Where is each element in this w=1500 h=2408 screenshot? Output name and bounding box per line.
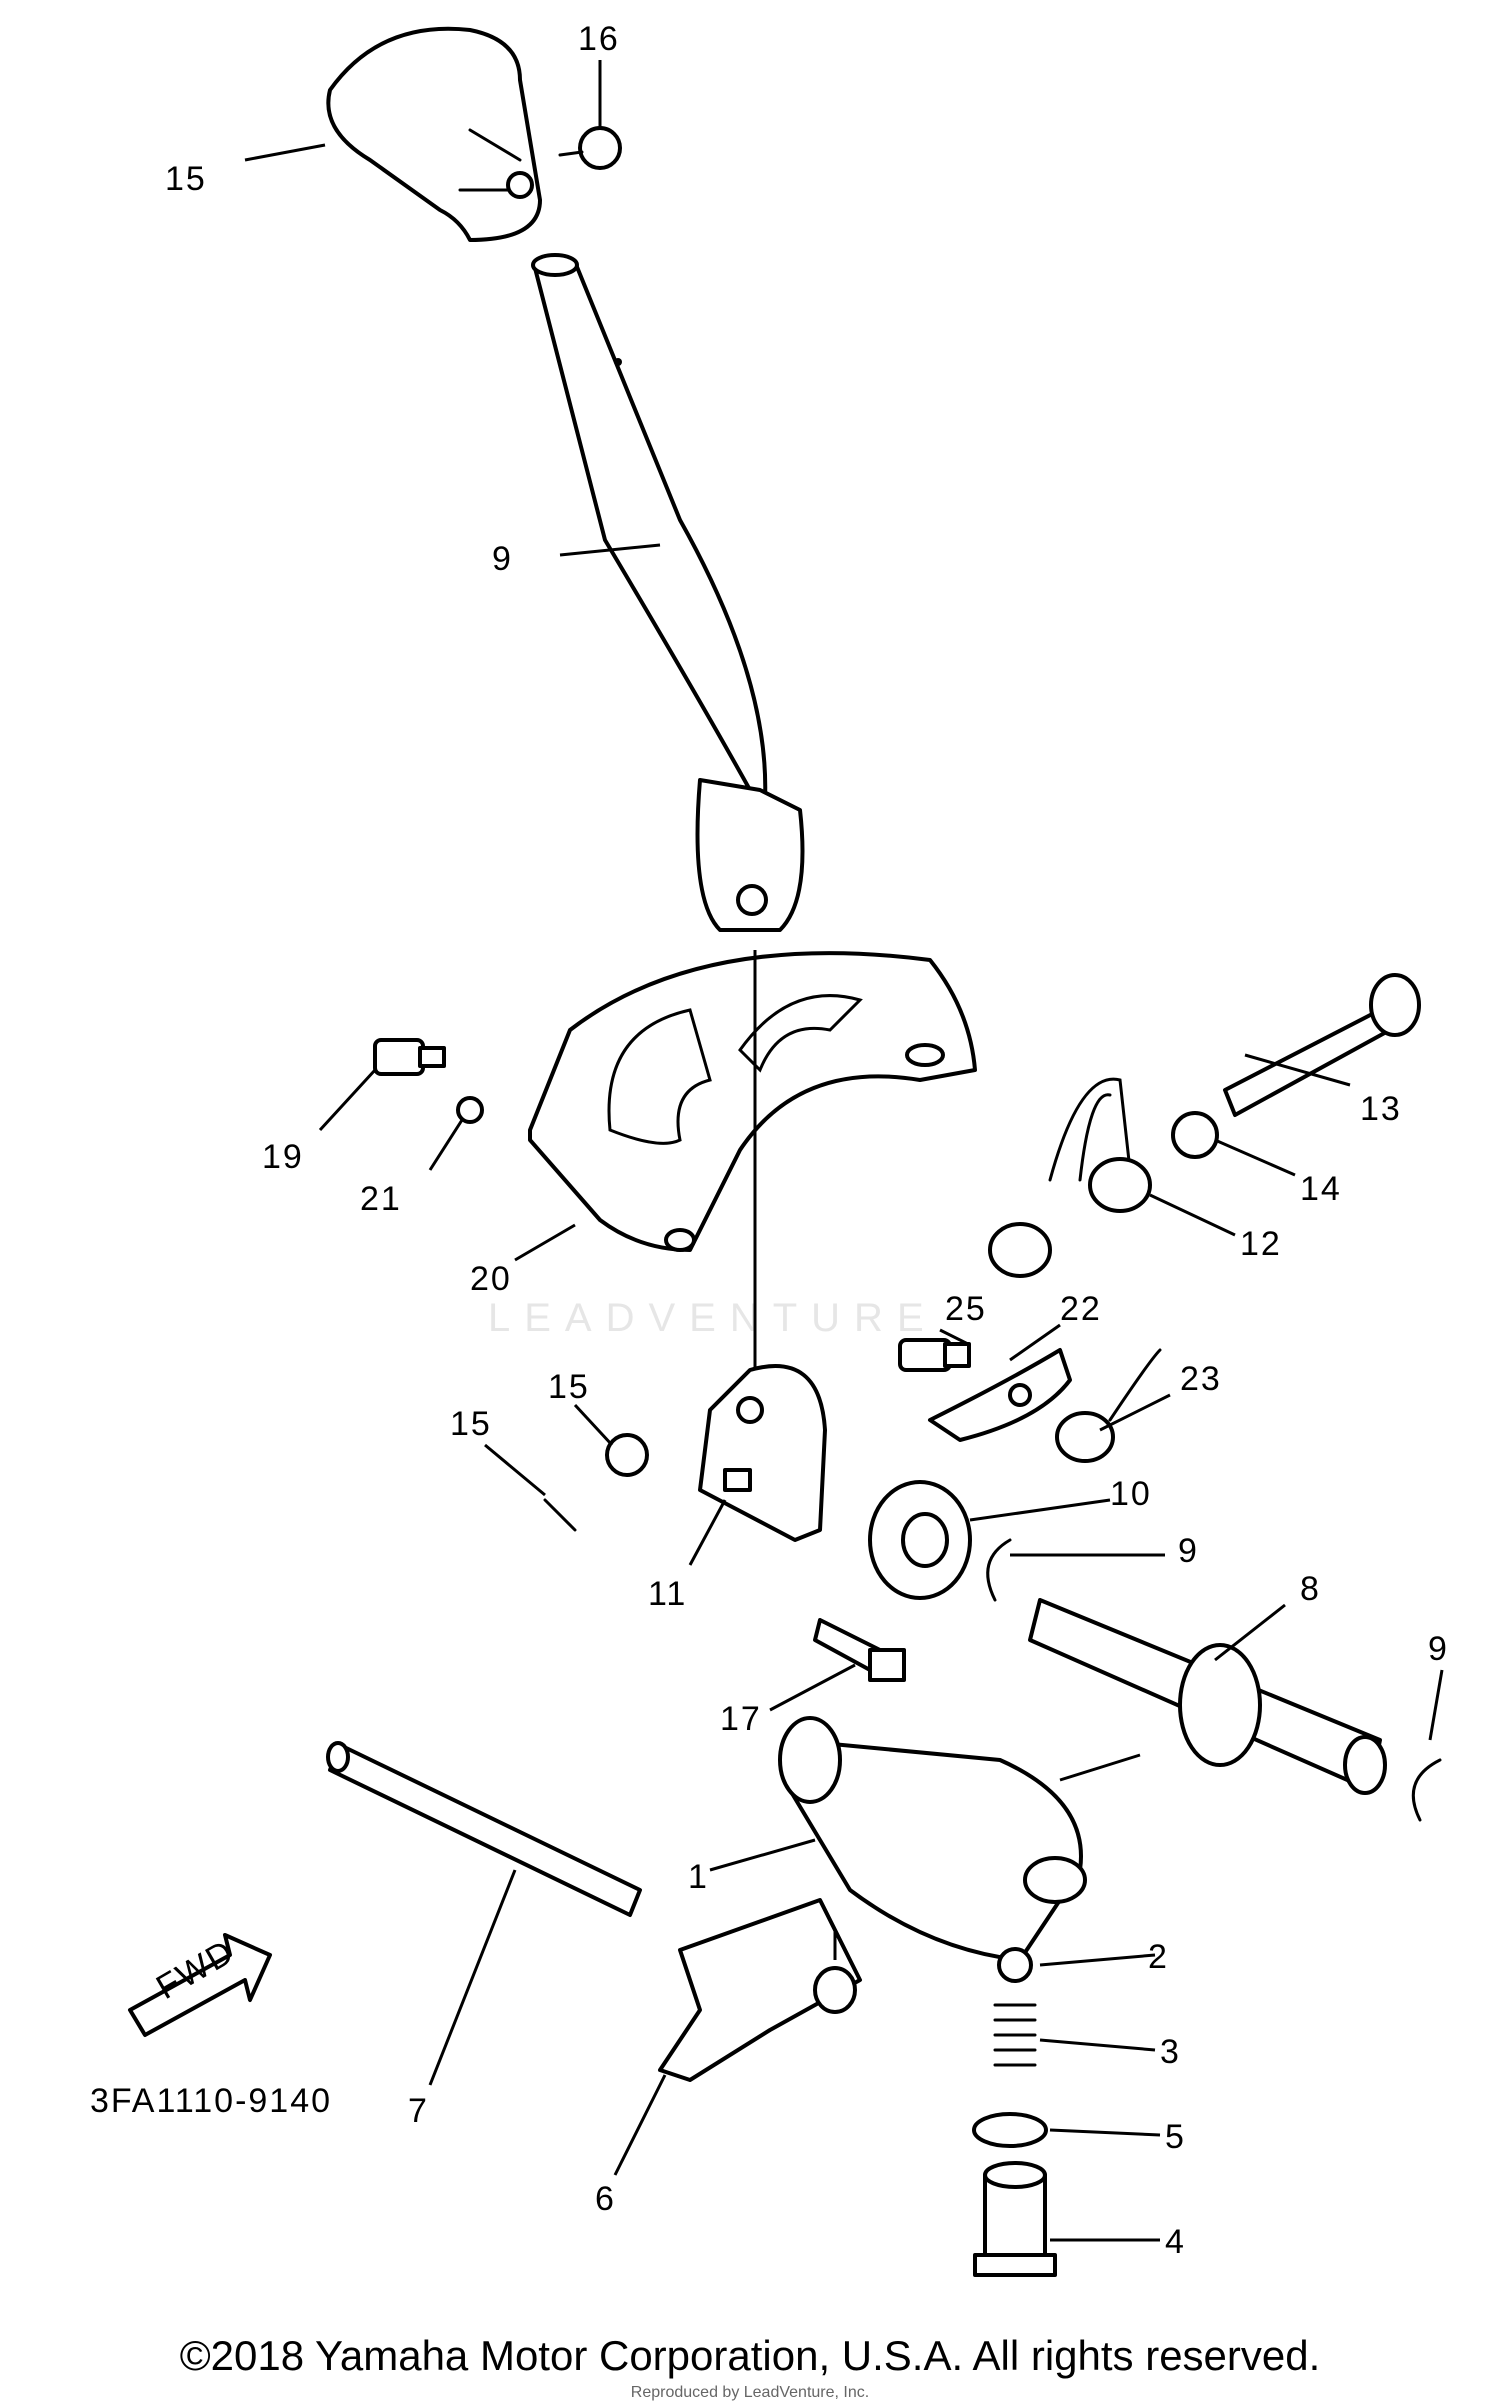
callout-23: 22	[1060, 1290, 1102, 1328]
part-lever-bracket[interactable]	[698, 1364, 827, 1542]
callout-1: 1	[688, 1858, 709, 1896]
callout-4: 4	[1165, 2223, 1186, 2261]
part-shift-gate[interactable]	[528, 951, 977, 1252]
callout-21: 20	[470, 1260, 512, 1298]
part-shift-lever[interactable]	[531, 253, 805, 932]
callout-12: 11	[648, 1575, 687, 1613]
callout-8: 8	[1300, 1570, 1321, 1608]
watermark-text: LEADVENTURE	[488, 1296, 938, 1340]
part-knob-screw[interactable]	[558, 126, 622, 170]
part-stopper-lever[interactable]	[928, 1348, 1072, 1442]
part-circlip[interactable]	[986, 1538, 1012, 1602]
part-pivot-pin[interactable]	[1223, 973, 1421, 1117]
callout-19: 17	[720, 1700, 762, 1738]
callout-3: 3	[1160, 2033, 1181, 2071]
callout-7: 7	[408, 2092, 429, 2130]
callout-labels: 15 16 9 19 21 20 13 14 12 25 22 23 15 15…	[165, 20, 1449, 2261]
part-stopper-spring[interactable]	[1055, 1348, 1162, 1463]
callout-6: 6	[595, 2180, 616, 2218]
part-circlip-2[interactable]	[1411, 1758, 1442, 1822]
part-cotter-pin[interactable]	[543, 1498, 577, 1532]
callout-15: 14	[1300, 1170, 1342, 1208]
part-torsion-spring[interactable]	[988, 1077, 1152, 1278]
part-screw[interactable]	[373, 1038, 446, 1076]
callout-13: 12	[1240, 1225, 1282, 1263]
callout-18: 16	[578, 20, 620, 58]
part-shift-fork[interactable]	[658, 1898, 862, 2082]
part-shift-drum[interactable]	[778, 1716, 1087, 1962]
copyright-text: ©2018 Yamaha Motor Corporation, U.S.A. A…	[179, 2332, 1321, 2379]
reproduced-text: Reproduced by LeadVenture, Inc.	[630, 2384, 870, 2401]
part-ball[interactable]	[997, 1947, 1033, 1983]
callout-11: 9	[492, 540, 513, 578]
part-spring[interactable]	[993, 2003, 1037, 2067]
part-washer-22[interactable]	[456, 1096, 484, 1124]
leader-lines	[244, 60, 1444, 2242]
part-shift-shaft[interactable]	[1028, 1598, 1387, 1795]
callout-16: 15	[450, 1405, 492, 1443]
part-washer-15[interactable]	[1171, 1111, 1219, 1159]
part-oil-seal[interactable]	[868, 1480, 972, 1600]
callout-2: 2	[1148, 1938, 1169, 1976]
part-plug[interactable]	[973, 2161, 1057, 2277]
callout-10: 10	[1110, 1475, 1152, 1513]
part-washer-5[interactable]	[972, 2112, 1048, 2148]
callout-25: 25	[945, 1290, 987, 1328]
fwd-arrow: FWD	[128, 1932, 272, 2037]
part-guide-bar[interactable]	[326, 1741, 642, 1917]
callout-9: 9	[1178, 1532, 1199, 1570]
callout-24: 23	[1180, 1360, 1222, 1398]
callout-17: 15	[165, 160, 207, 198]
callout-5: 5	[1165, 2118, 1186, 2156]
callout-9b: 9	[1428, 1630, 1449, 1668]
part-washer-15b[interactable]	[605, 1433, 649, 1477]
callout-20: 19	[262, 1138, 304, 1176]
diagram-code: 3FA1110-9140	[90, 2082, 332, 2120]
callout-14: 13	[1360, 1090, 1402, 1128]
part-stopper-bolt[interactable]	[898, 1338, 971, 1372]
part-knob[interactable]	[326, 26, 542, 242]
callout-22: 21	[360, 1180, 402, 1218]
callout-15b: 15	[548, 1368, 590, 1406]
part-bolt[interactable]	[813, 1618, 906, 1682]
